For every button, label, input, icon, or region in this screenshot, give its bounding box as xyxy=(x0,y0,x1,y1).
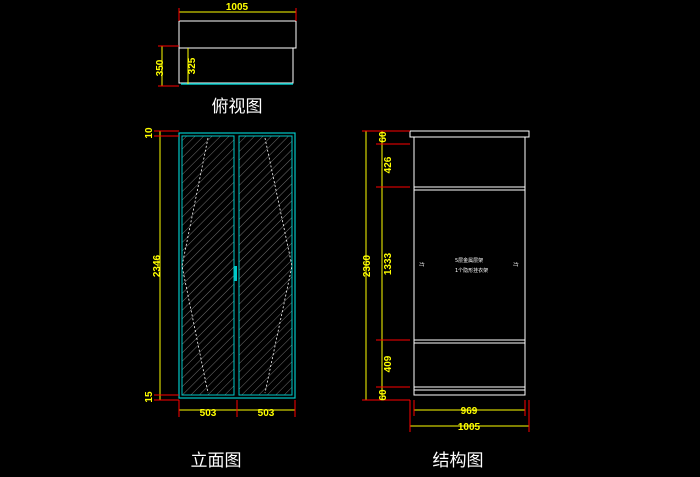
front-view-caption: 立面图 xyxy=(191,451,242,471)
front-view-left-door-width-label: 503 xyxy=(200,408,217,419)
structure-view-note-1: 5层金属层架 xyxy=(455,257,483,264)
structure-view-note-2: 1个隐形挂衣架 xyxy=(455,267,488,274)
front-view-left-door xyxy=(181,135,235,396)
front-view-right-door-width-label: 503 xyxy=(258,408,275,419)
structure-view-left-light-label: 灯 xyxy=(418,262,425,267)
structure-view-top-label: 60 xyxy=(378,131,389,143)
structure-view: 5层金属层架 1个隐形挂衣架 灯 灯 60 426 2360 1333 409 … xyxy=(362,130,530,471)
top-view-inner-depth-label: 325 xyxy=(187,57,198,74)
front-view-frame xyxy=(178,132,296,399)
top-view: 1005 350 325 俯视图 xyxy=(155,2,297,117)
structure-view-bottom-label: 60 xyxy=(378,389,389,401)
structure-view-lower-section-label: 409 xyxy=(383,355,394,372)
structure-view-total-height-label: 2360 xyxy=(362,254,373,277)
structure-view-upper-section-label: 426 xyxy=(383,156,394,173)
top-view-width-label: 1005 xyxy=(226,2,249,13)
front-view-right-door xyxy=(238,135,293,396)
structure-view-middle-section-label: 1333 xyxy=(383,252,394,275)
top-view-cabinet-top xyxy=(178,20,297,49)
structure-view-right-light-label: 灯 xyxy=(512,262,519,267)
front-view-bottom-label: 15 xyxy=(144,391,155,403)
front-view: 10 2346 15 503 503 立面图 xyxy=(144,127,296,471)
front-view-top-label: 10 xyxy=(144,127,155,139)
front-view-height-label: 2346 xyxy=(152,254,163,277)
structure-view-carcass xyxy=(413,136,526,396)
structure-view-top-panel xyxy=(409,130,530,138)
top-view-cabinet-body xyxy=(178,47,294,84)
structure-view-outer-width-label: 1005 xyxy=(458,422,481,433)
front-view-door-handle xyxy=(234,266,237,281)
structure-view-caption: 结构图 xyxy=(433,451,484,471)
top-view-depth-label: 350 xyxy=(155,59,166,76)
structure-view-inner-width-label: 969 xyxy=(461,406,478,417)
top-view-caption: 俯视图 xyxy=(212,97,263,117)
